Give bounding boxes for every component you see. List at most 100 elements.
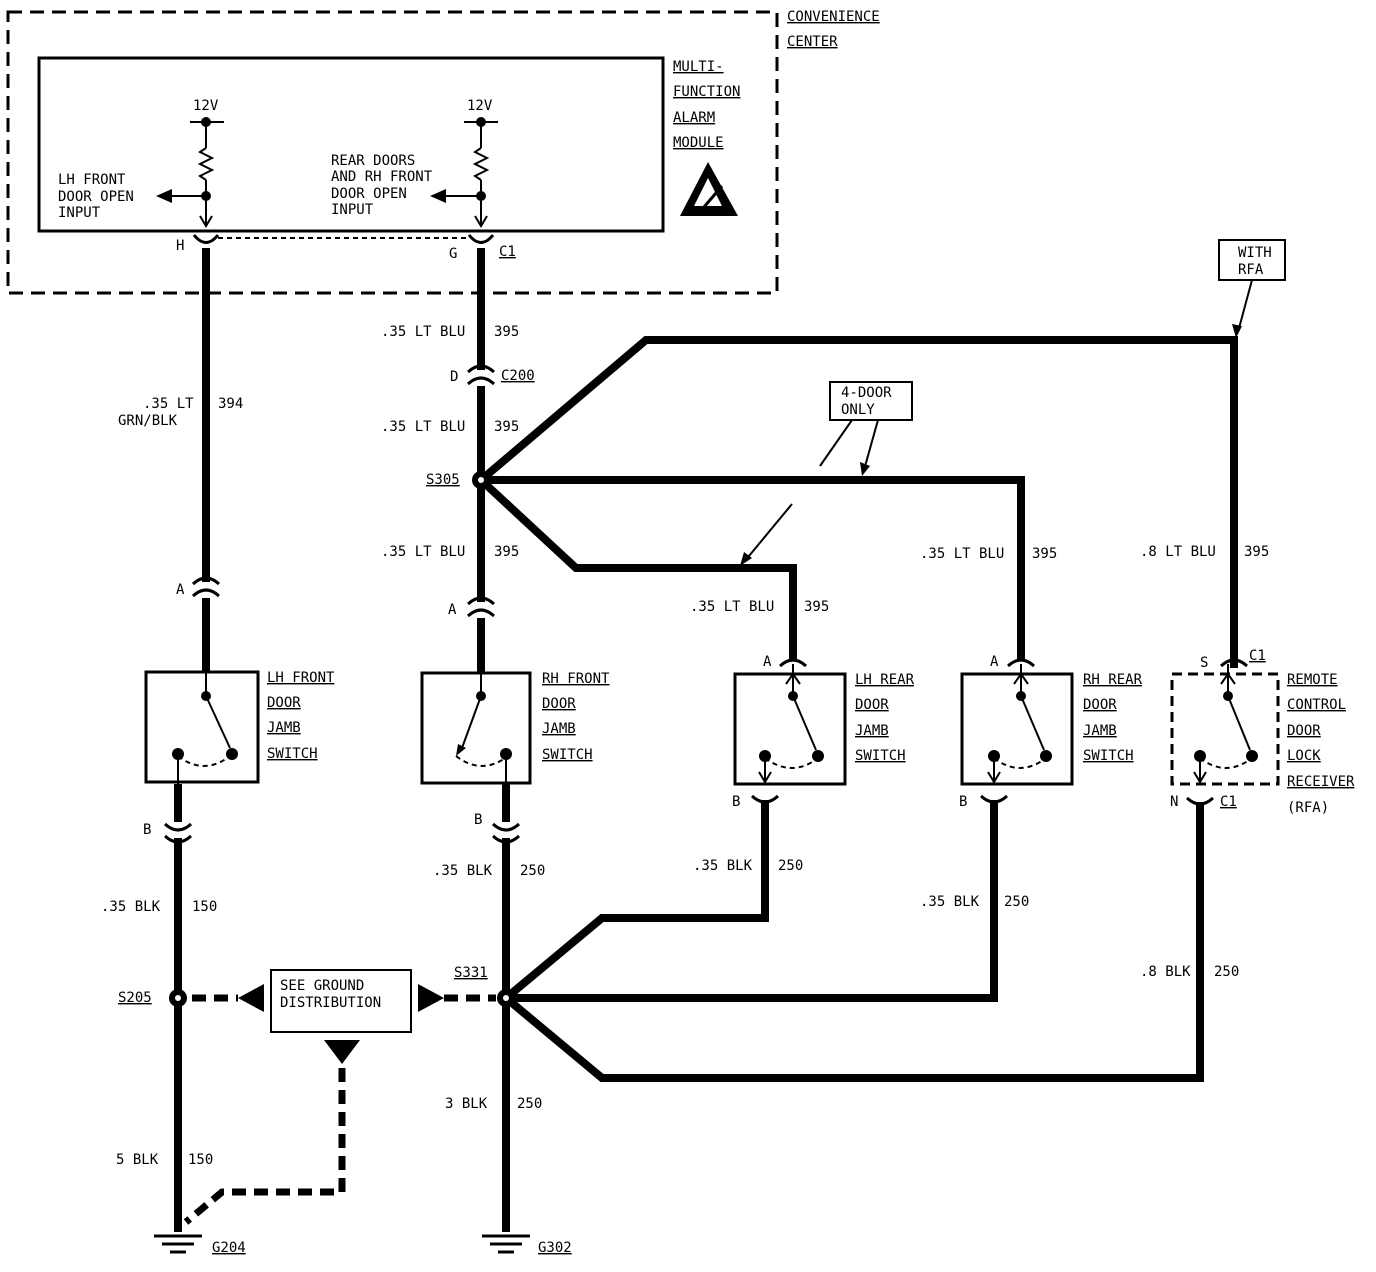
lh-front-contact-2 xyxy=(226,748,238,760)
four-door-note-1: 4-DOOR xyxy=(841,385,892,401)
rfa-contact-1 xyxy=(1223,691,1233,701)
lh-front-label-1: LH FRONT xyxy=(267,670,335,686)
pin-b2-label: B xyxy=(474,812,482,828)
lh-supply-node xyxy=(201,117,211,127)
lh-front-label-3: JAMB xyxy=(267,720,301,736)
pin-b1-label: B xyxy=(143,822,151,838)
module-label-4: MODULE xyxy=(673,135,724,151)
lh-front-contact-1 xyxy=(201,691,211,701)
convenience-center-outline xyxy=(6,10,779,295)
wire-150b-num: 150 xyxy=(188,1152,213,1168)
rh-front-label-2: DOOR xyxy=(542,696,576,712)
wire-395e-size: .35 LT BLU xyxy=(920,546,1004,562)
pin-n-label: N xyxy=(1170,794,1178,810)
lh-front-contact-3 xyxy=(172,748,184,760)
rear-supply-label: 12V xyxy=(467,98,493,114)
with-rfa-note-1: WITH xyxy=(1238,245,1272,261)
s305-label: S305 xyxy=(426,472,460,488)
esd-warning-icon xyxy=(680,162,738,216)
wire-250c-size: .35 BLK xyxy=(920,894,980,910)
wire-250e-size: 3 BLK xyxy=(445,1096,488,1112)
lh-front-switch-contacts xyxy=(177,672,231,784)
see-ground-note-2: DISTRIBUTION xyxy=(280,995,381,1011)
rfa-label-3: DOOR xyxy=(1287,723,1321,739)
pin-a1-label: A xyxy=(176,582,185,598)
pin-h-label: H xyxy=(176,238,184,254)
four-door-note-box xyxy=(829,381,913,421)
wire-250-rh-rear xyxy=(506,800,998,1002)
rh-rear-label-2: DOOR xyxy=(1083,697,1117,713)
rh-front-switch-box xyxy=(420,671,532,785)
wire-250-lh-rear xyxy=(503,800,769,1002)
c200-label: C200 xyxy=(501,368,535,384)
ground-dist-left-arrow-icon xyxy=(238,984,264,1012)
rear-input-label-1: REAR DOORS xyxy=(331,153,415,169)
module-label-1: MULTI- xyxy=(673,59,724,75)
rfa-receiver-box xyxy=(1170,672,1280,786)
wire-250c-num: 250 xyxy=(1004,894,1029,910)
four-door-arrow-2-icon xyxy=(740,552,752,566)
four-door-pointers xyxy=(743,419,879,563)
wire-395-lh-rear xyxy=(478,477,797,660)
lh-rear-switch-contacts xyxy=(758,664,819,784)
rh-rear-label-1: RH REAR xyxy=(1083,672,1143,688)
pin-b4-label: B xyxy=(959,794,967,810)
connector-g xyxy=(467,234,495,244)
rh-rear-switch-box xyxy=(960,672,1074,786)
rfa-label-1: REMOTE xyxy=(1287,672,1338,688)
convenience-center-label-1: CONVENIENCE xyxy=(787,9,880,25)
rfa-label-4: LOCK xyxy=(1287,748,1321,764)
lh-rear-contact-3 xyxy=(759,750,771,762)
rh-rear-contact-1 xyxy=(1016,691,1026,701)
rh-rear-switch-contacts xyxy=(987,664,1047,784)
lh-front-label-4: SWITCH xyxy=(267,746,318,762)
rh-front-label-1: RH FRONT xyxy=(542,671,610,687)
wire-250b-num: 250 xyxy=(778,858,803,874)
c1-label: C1 xyxy=(499,244,516,260)
ground-g204-icon xyxy=(154,1234,202,1254)
splice-s205-center xyxy=(175,995,181,1001)
rear-input-label-4: INPUT xyxy=(331,202,374,218)
ground-distribution-dashes xyxy=(183,994,496,1225)
ground-g302-icon xyxy=(482,1234,530,1254)
lh-input-label-2: DOOR OPEN xyxy=(58,189,134,205)
inline-connectors xyxy=(163,364,1249,844)
wire-250d-size: .8 BLK xyxy=(1140,964,1191,980)
pin-s-label: S xyxy=(1200,655,1208,671)
pin-b3-label: B xyxy=(732,794,740,810)
lh-pullup-circuit xyxy=(172,121,224,228)
with-rfa-note-2: RFA xyxy=(1238,262,1264,278)
s205-label: S205 xyxy=(118,990,152,1006)
wire-150b-size: 5 BLK xyxy=(116,1152,159,1168)
four-door-note-2: ONLY xyxy=(841,402,875,418)
wire-250a-size: .35 BLK xyxy=(433,863,493,879)
lh-rear-label-3: JAMB xyxy=(855,723,889,739)
rh-rear-label-4: SWITCH xyxy=(1083,748,1134,764)
with-rfa-pointer-arrow-icon xyxy=(1232,324,1242,338)
rear-pullup-circuit xyxy=(446,121,498,228)
wire-394-size: .35 LT xyxy=(143,396,194,412)
pin-d-label: D xyxy=(450,369,458,385)
rh-front-label-3: JAMB xyxy=(542,721,576,737)
lh-input-arrow-icon xyxy=(156,189,172,203)
rfa-contact-2 xyxy=(1246,750,1258,762)
wire-395-rfa xyxy=(478,336,1238,668)
wire-395a-size: .35 LT BLU xyxy=(381,324,465,340)
rh-rear-label-3: JAMB xyxy=(1083,723,1117,739)
wire-395b-num: 395 xyxy=(494,419,519,435)
wire-395d-num: 395 xyxy=(804,599,829,615)
rfa-label-2: CONTROL xyxy=(1287,697,1346,713)
pin-a4-label: A xyxy=(990,654,999,670)
rh-rear-contact-3 xyxy=(988,750,1000,762)
wire-150a-size: .35 BLK xyxy=(101,899,161,915)
wire-395a-num: 395 xyxy=(494,324,519,340)
connector-h xyxy=(192,234,220,244)
c1-bot-label: C1 xyxy=(1220,794,1237,810)
rear-input-node xyxy=(476,191,486,201)
four-door-arrow-1-icon xyxy=(860,462,870,476)
rear-supply-node xyxy=(476,117,486,127)
rh-front-contact-2 xyxy=(500,748,512,760)
pin-a2-label: A xyxy=(448,602,457,618)
with-rfa-pointer xyxy=(1237,279,1253,333)
module-label-2: FUNCTION xyxy=(673,84,740,100)
